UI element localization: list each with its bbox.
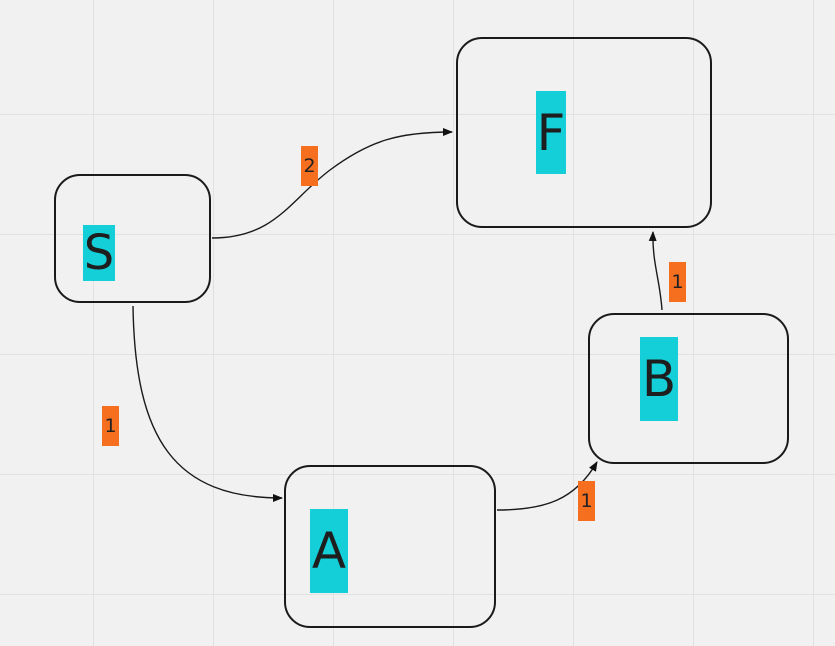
- node-b-label: B: [640, 337, 678, 421]
- edge-label-s-to-f: 2: [301, 146, 318, 186]
- edge-a-to-b[interactable]: [496, 461, 598, 511]
- node-b[interactable]: B: [588, 313, 789, 464]
- node-f[interactable]: F: [456, 37, 712, 228]
- edge-b-to-f[interactable]: [648, 231, 663, 311]
- edge-label-b-to-f: 1: [669, 262, 686, 302]
- node-a[interactable]: A: [284, 465, 496, 628]
- node-a-label: A: [310, 509, 348, 593]
- edge-s-to-f[interactable]: [211, 128, 453, 239]
- node-s[interactable]: S: [54, 174, 211, 303]
- node-f-label: F: [536, 91, 566, 174]
- edge-label-a-to-b: 1: [578, 481, 595, 521]
- edge-s-to-a[interactable]: [132, 305, 283, 502]
- node-s-label: S: [83, 225, 115, 281]
- edge-label-s-to-a: 1: [102, 406, 119, 446]
